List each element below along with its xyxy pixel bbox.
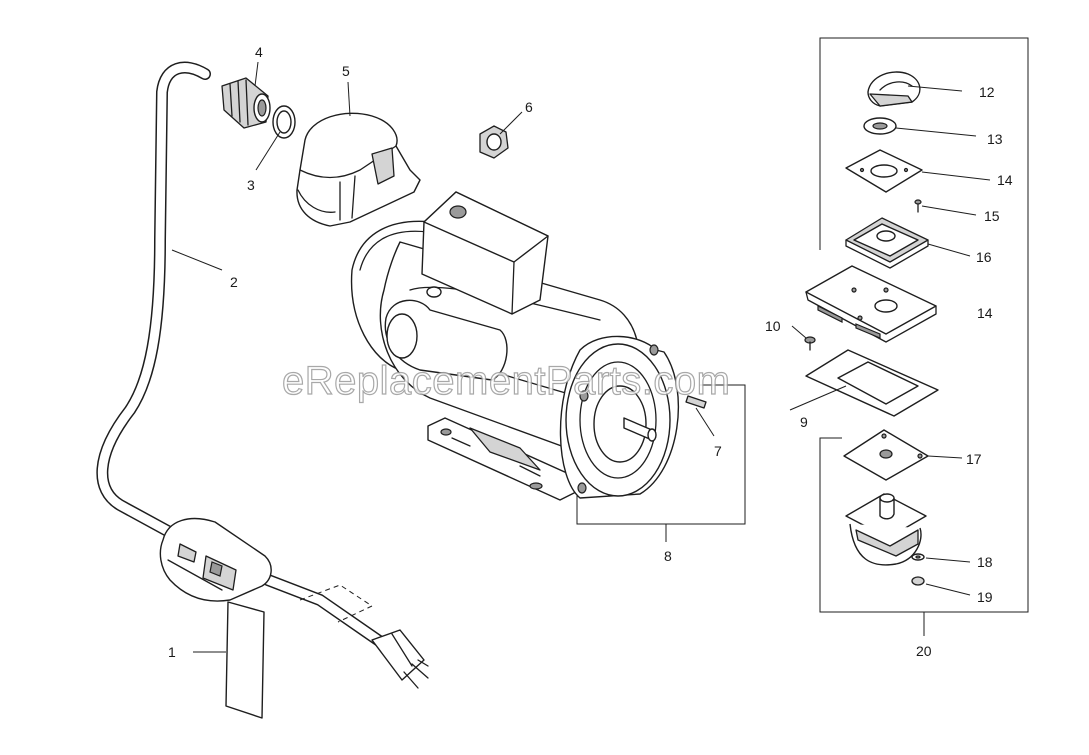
callout-20: 20: [916, 643, 932, 659]
callout-8: 8: [664, 548, 672, 564]
part-17-plate: [843, 429, 929, 481]
callout-12: 12: [979, 84, 995, 100]
callout-3: 3: [247, 177, 255, 193]
callout-10: 10: [765, 318, 781, 334]
callout-5: 5: [342, 63, 350, 79]
callout-1: 1: [168, 644, 176, 660]
callout-16: 16: [976, 249, 992, 265]
plug: [371, 629, 429, 689]
gfci-module: [159, 517, 272, 602]
callout-19: 19: [977, 589, 993, 605]
part-14-plate-upper: [845, 149, 923, 193]
switch-body: [845, 493, 927, 566]
part-3-o-ring: [272, 105, 296, 139]
callout-2: 2: [230, 274, 238, 290]
part-9-gasket: [805, 349, 939, 417]
part-14-plate-lower: [805, 265, 937, 343]
callout-15: 15: [984, 208, 1000, 224]
part-8-bracket: [576, 384, 746, 525]
callout-7: 7: [714, 443, 722, 459]
watermark: eReplacementParts.com: [282, 359, 730, 403]
callout-18: 18: [977, 554, 993, 570]
part-1-warning-tag: [225, 601, 265, 719]
part-4-strain-relief: [221, 77, 271, 129]
part-7-key: [685, 395, 707, 409]
part-6-nut: [479, 125, 509, 159]
callout-17: 17: [966, 451, 982, 467]
part-2-power-cord: [96, 61, 429, 689]
part-18-washer: [911, 553, 925, 561]
callout-labels: 1 2 3 4 5 6 7 8 9 10 12 13 14 15 16 14 1…: [168, 44, 1013, 660]
part-13-retainer: [863, 117, 897, 135]
motor-assembly: [350, 191, 680, 501]
part-5-housing: [296, 112, 421, 227]
callout-9: 9: [800, 414, 808, 430]
part-10-screw: [804, 336, 816, 351]
part-12-knob: [867, 71, 921, 107]
part-19-nut: [911, 576, 925, 586]
group-12-16-bracket: [819, 37, 1029, 613]
callout-14-lower: 14: [977, 305, 993, 321]
part-15-screw: [914, 199, 922, 213]
callout-6: 6: [525, 99, 533, 115]
leader-lines: [171, 61, 991, 653]
callout-13: 13: [987, 131, 1003, 147]
callout-4: 4: [255, 44, 263, 60]
callout-14-upper: 14: [997, 172, 1013, 188]
part-16-switch-plate: [845, 217, 929, 269]
